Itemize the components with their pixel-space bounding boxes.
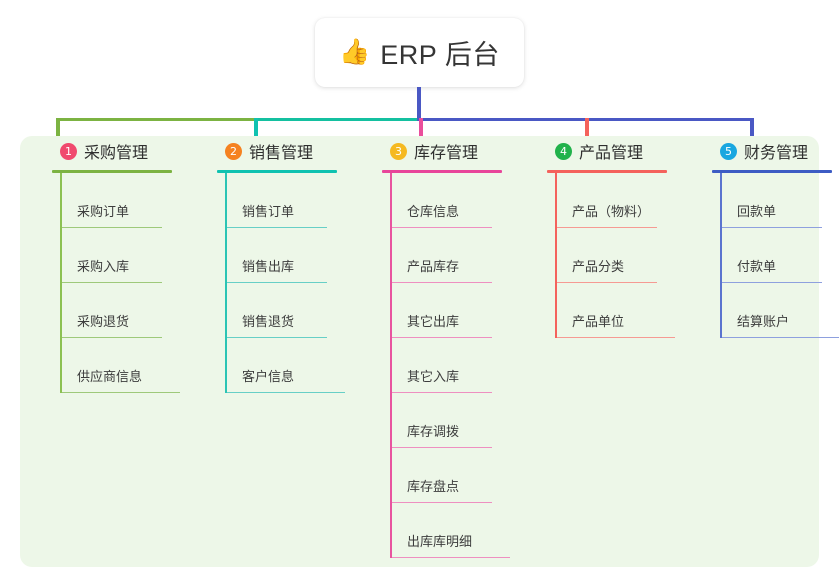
column-title: 库存管理 bbox=[414, 145, 479, 162]
column-badge-icon: 2 bbox=[225, 142, 242, 160]
leaf-item[interactable]: 产品库存 bbox=[392, 228, 492, 283]
column-header-1[interactable]: 1 采购管理 bbox=[40, 136, 200, 166]
leaf-item-label: 付款单 bbox=[737, 259, 777, 275]
leaf-item[interactable]: 库存盘点 bbox=[392, 448, 492, 503]
leaf-item[interactable]: 销售退货 bbox=[227, 283, 327, 338]
leaf-item-label: 销售退货 bbox=[242, 314, 295, 330]
leaf-item[interactable]: 付款单 bbox=[722, 228, 822, 283]
column-underline bbox=[217, 170, 337, 173]
leaf-item[interactable]: 产品（物料） bbox=[557, 173, 657, 228]
leaf-item[interactable]: 产品分类 bbox=[557, 228, 657, 283]
leaf-item-label: 销售订单 bbox=[242, 204, 295, 220]
leaf-item[interactable]: 销售订单 bbox=[227, 173, 327, 228]
leaf-list: 回款单付款单结算账户 bbox=[720, 173, 839, 338]
leaf-item[interactable]: 回款单 bbox=[722, 173, 822, 228]
column-underline bbox=[52, 170, 172, 173]
leaf-item[interactable]: 采购入库 bbox=[62, 228, 162, 283]
column-badge-icon: 5 bbox=[720, 142, 737, 160]
column-header-2[interactable]: 2 销售管理 bbox=[205, 136, 365, 166]
column-4: 4 产品管理产品（物料） 产品分类产品单位 bbox=[535, 136, 695, 338]
column-badge-icon: 1 bbox=[60, 142, 77, 160]
leaf-list: 采购订单采购入库采购退货供应商信息 bbox=[60, 173, 200, 393]
leaf-item-label: 仓库信息 bbox=[407, 204, 460, 220]
column-title: 采购管理 bbox=[84, 145, 149, 162]
leaf-item[interactable]: 销售出库 bbox=[227, 228, 327, 283]
leaf-item-label: 库存盘点 bbox=[407, 479, 460, 495]
column-header-4[interactable]: 4 产品管理 bbox=[535, 136, 695, 166]
leaf-item[interactable]: 采购订单 bbox=[62, 173, 162, 228]
leaf-item[interactable]: 供应商信息 bbox=[62, 338, 180, 393]
leaf-item[interactable]: 客户信息 bbox=[227, 338, 345, 393]
column-3: 3 库存管理仓库信息产品库存其它出库其它入库库存调拨库存盘点出库库明细 bbox=[370, 136, 530, 558]
leaf-item[interactable]: 其它入库 bbox=[392, 338, 492, 393]
leaf-item-label: 客户信息 bbox=[242, 369, 295, 385]
leaf-item[interactable]: 库存调拨 bbox=[392, 393, 492, 448]
column-underline bbox=[712, 170, 832, 173]
column-badge-icon: 4 bbox=[555, 142, 572, 160]
leaf-item[interactable]: 产品单位 bbox=[557, 283, 675, 338]
column-badge-icon: 3 bbox=[390, 142, 407, 160]
leaf-item-label: 采购入库 bbox=[77, 259, 130, 275]
leaf-list: 仓库信息产品库存其它出库其它入库库存调拨库存盘点出库库明细 bbox=[390, 173, 530, 558]
leaf-item-label: 其它入库 bbox=[407, 369, 460, 385]
leaf-item[interactable]: 仓库信息 bbox=[392, 173, 492, 228]
leaf-item-label: 销售出库 bbox=[242, 259, 295, 275]
bus-segment-left bbox=[56, 118, 254, 121]
leaf-item-label: 产品分类 bbox=[572, 259, 625, 275]
leaf-item-label: 结算账户 bbox=[737, 314, 790, 330]
leaf-list: 产品（物料） 产品分类产品单位 bbox=[555, 173, 695, 338]
leaf-list: 销售订单销售出库销售退货客户信息 bbox=[225, 173, 365, 393]
leaf-item[interactable]: 其它出库 bbox=[392, 283, 492, 338]
column-1: 1 采购管理采购订单采购入库采购退货供应商信息 bbox=[40, 136, 200, 393]
column-header-5[interactable]: 5 财务管理 bbox=[700, 136, 839, 166]
column-title: 销售管理 bbox=[249, 145, 314, 162]
root-node-card[interactable]: 👍 ERP 后台 bbox=[315, 18, 524, 87]
bus-segment-mid bbox=[254, 118, 417, 121]
leaf-item-label: 回款单 bbox=[737, 204, 777, 220]
column-underline bbox=[547, 170, 667, 173]
root-stem-line bbox=[417, 87, 421, 121]
leaf-item-label: 库存调拨 bbox=[407, 424, 460, 440]
leaf-item-label: 产品库存 bbox=[407, 259, 460, 275]
thumbs-up-emoji: 👍 bbox=[339, 38, 371, 66]
root-node-title: ERP 后台 bbox=[380, 40, 500, 70]
leaf-item[interactable]: 结算账户 bbox=[722, 283, 839, 338]
column-underline bbox=[382, 170, 502, 173]
leaf-item-label: 其它出库 bbox=[407, 314, 460, 330]
leaf-item-label: 产品（物料） bbox=[572, 204, 651, 220]
leaf-item-label: 采购退货 bbox=[77, 314, 130, 330]
leaf-item-label: 供应商信息 bbox=[77, 369, 143, 385]
mindmap-panel: 1 采购管理采购订单采购入库采购退货供应商信息 2 销售管理销售订单销售出库销售退货客… bbox=[20, 136, 839, 567]
column-2: 2 销售管理销售订单销售出库销售退货客户信息 bbox=[205, 136, 365, 393]
column-title: 产品管理 bbox=[579, 145, 644, 162]
leaf-item[interactable]: 采购退货 bbox=[62, 283, 162, 338]
leaf-item-label: 采购订单 bbox=[77, 204, 130, 220]
column-title: 财务管理 bbox=[744, 145, 809, 162]
column-header-3[interactable]: 3 库存管理 bbox=[370, 136, 530, 166]
leaf-item-label: 产品单位 bbox=[572, 314, 625, 330]
leaf-item[interactable]: 出库库明细 bbox=[392, 503, 510, 558]
leaf-item-label: 出库库明细 bbox=[407, 534, 473, 550]
column-5: 5 财务管理回款单付款单结算账户 bbox=[700, 136, 839, 338]
